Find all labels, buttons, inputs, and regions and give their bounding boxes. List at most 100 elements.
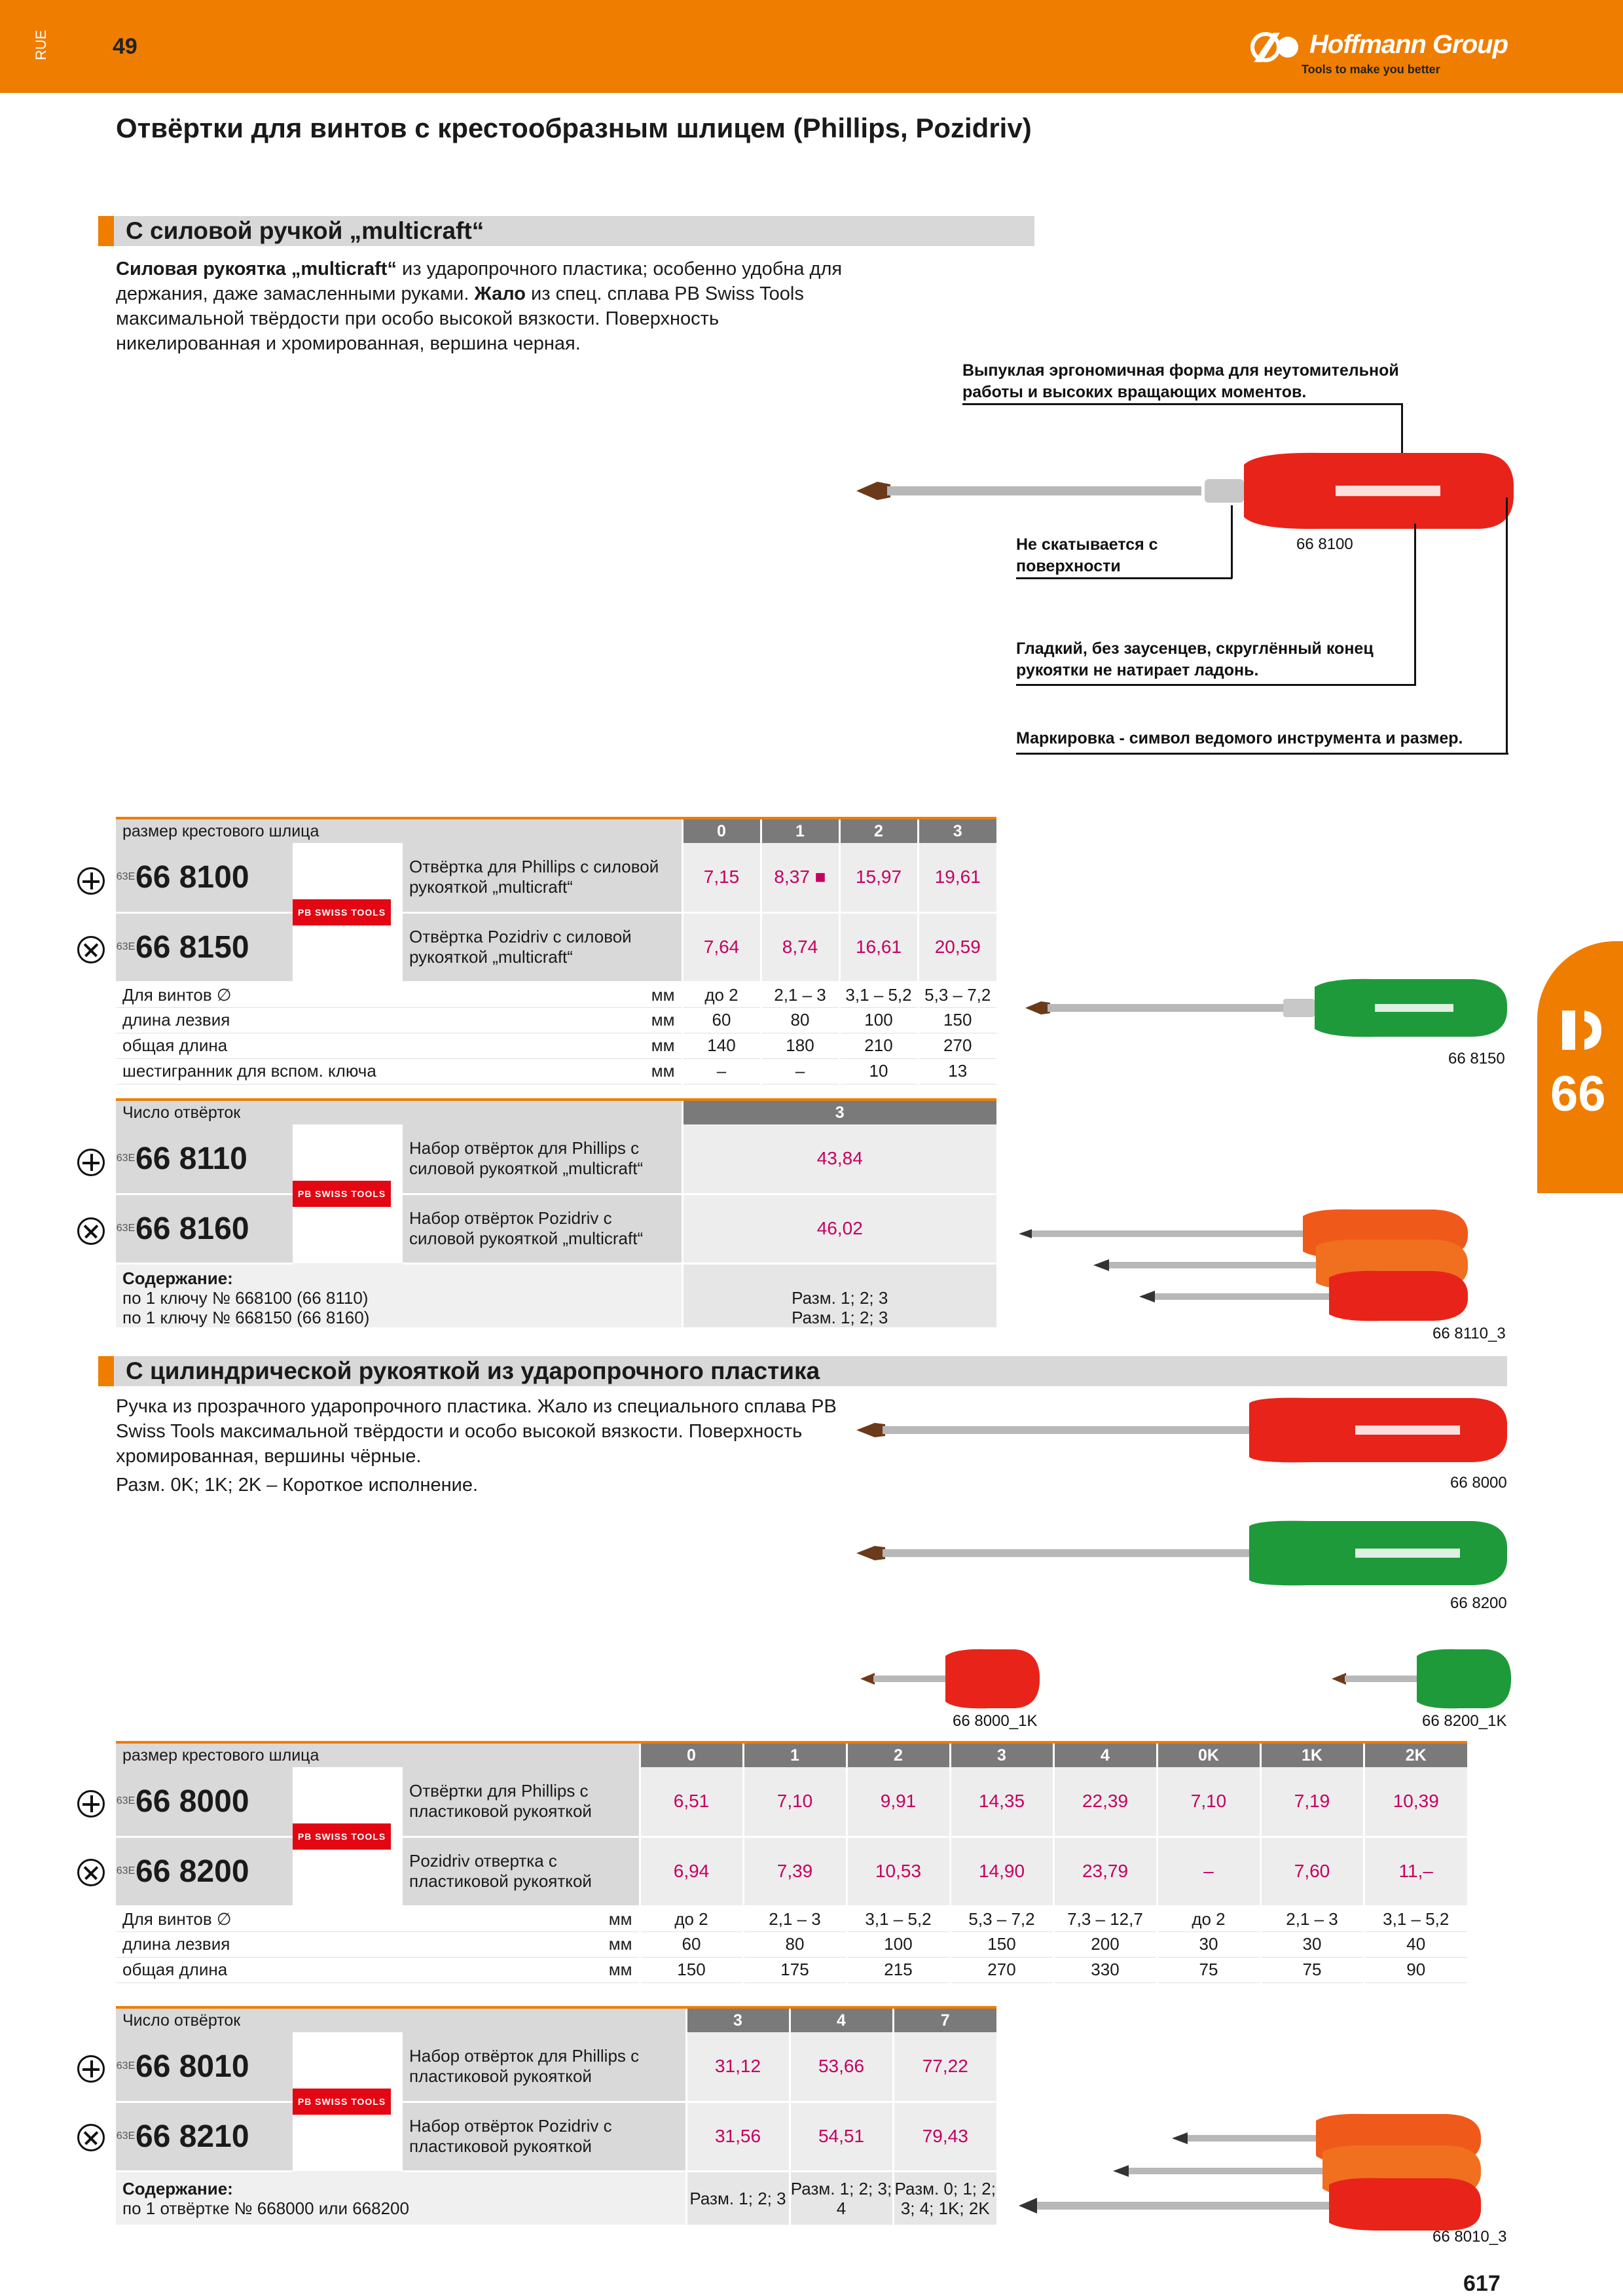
- section1-description: Силовая рукоятка „multicraft“ из ударопр…: [116, 259, 843, 354]
- content-row: Содержание:по 1 ключу № 668100 (66 8110)…: [116, 1263, 996, 1308]
- article-number[interactable]: 66 8150: [136, 912, 293, 983]
- table-header-label: Число отвёрток: [116, 2006, 686, 2032]
- screwdriver-668150-image: [1025, 978, 1507, 1037]
- phillips-symbol-icon: [77, 2055, 105, 2083]
- image-label: 66 8000_1K: [953, 1712, 1038, 1730]
- price-cell: 7,60: [1259, 1837, 1364, 1907]
- pozidriv-symbol-icon: [71, 1211, 111, 1251]
- price-cell: 6,94: [638, 1837, 743, 1907]
- image-label: 66 8100: [1296, 535, 1353, 553]
- callout-leader: [1231, 505, 1233, 579]
- brand-logo: PB SWISS TOOLS: [293, 1767, 403, 1906]
- product-tag: 63E: [116, 2102, 136, 2172]
- brand-tagline: Tools to make you better: [1302, 63, 1440, 76]
- size-col: 2K: [1362, 1741, 1467, 1767]
- cylindrical-price-table: размер крестового шлица 0 1 2 3 4 0K 1K …: [116, 1741, 1467, 1983]
- price-cell: 53,66: [788, 2032, 893, 2103]
- screwdriver-668200-image: [856, 1520, 1507, 1586]
- set-count-col: 7: [892, 2006, 996, 2032]
- product-description: Набор отвёрток для Phillips с пластиково…: [403, 2032, 686, 2103]
- screwdriver-set-668110-image: [1019, 1209, 1468, 1321]
- image-label: 66 8110_3: [1432, 1325, 1506, 1342]
- size-col: 1: [759, 817, 839, 843]
- image-label: 66 8000: [1450, 1474, 1507, 1492]
- cylindrical-set-table: Число отвёрток 3 4 7 63E 66 8010 PB SWIS…: [116, 2006, 996, 2225]
- table-row[interactable]: 63E 66 8010 PB SWISS TOOLS Набор отвёрто…: [116, 2032, 996, 2171]
- price-cell: 54,51: [788, 2102, 893, 2172]
- price-cell: 7,39: [742, 1837, 847, 1907]
- product-description: Отвёртки для Phillips с пластиковой руко…: [403, 1767, 640, 1838]
- table-row[interactable]: 63E 66 8110 PB SWISS TOOLS Набор отвёрто…: [116, 1124, 996, 1263]
- section-heading-cylindrical: С цилиндрической рукояткой из ударопрочн…: [98, 1356, 1507, 1386]
- table-row[interactable]: 63E 66 8000 PB SWISS TOOLS Отвёртки для …: [116, 1767, 1467, 1906]
- callout-no-roll: Не скатывается с поверхности: [1016, 535, 1158, 575]
- image-label: 66 8150: [1448, 1050, 1505, 1067]
- callout-smooth-end: Гладкий, без заусенцев, скруглённый коне…: [1016, 639, 1374, 679]
- top-bar: [0, 0, 1623, 93]
- callout-underline: [1016, 577, 1232, 579]
- product-description: Отвёртка для Phillips с силовой рукоятко…: [403, 843, 682, 914]
- price-cell: 7,10: [1156, 1767, 1260, 1838]
- brand-logo: PB SWISS TOOLS: [293, 1124, 403, 1263]
- product-description: Набор отвёрток для Phillips с силовой ру…: [403, 1124, 682, 1195]
- article-number[interactable]: 66 8010: [136, 2032, 293, 2103]
- page-title: Отвёртки для винтов с крестообразным шли…: [116, 113, 1032, 143]
- content-row: по 1 ключу № 668150 (66 8160) Разм. 1; 2…: [116, 1307, 996, 1327]
- price-cell: 19,61: [917, 843, 996, 914]
- price-cell: 20,59: [917, 912, 996, 983]
- set-count-col: 3: [681, 1098, 996, 1124]
- table-row[interactable]: 63E 66 8200 Pozidriv отвертка с пластико…: [116, 1837, 1467, 1907]
- size-col: 1: [742, 1741, 847, 1767]
- price-cell: 6,51: [638, 1767, 743, 1838]
- multicraft-set-table: Число отвёрток 3 63E 66 8110 PB SWISS TO…: [116, 1098, 996, 1327]
- phillips-symbol-icon: [77, 1149, 105, 1176]
- product-description: Набор отвёрток Pozidriv с силовой рукоят…: [403, 1194, 682, 1265]
- chapter-number: 66: [1550, 1066, 1606, 1122]
- size-col: 3: [949, 1741, 1053, 1767]
- price-cell: 15,97: [838, 843, 918, 914]
- product-tag: 63E: [116, 1767, 136, 1838]
- callout-underline: [962, 403, 1401, 405]
- article-number[interactable]: 66 8110: [136, 1124, 293, 1195]
- price-cell: 43,84: [681, 1124, 996, 1195]
- table-header-label: Число отвёрток: [116, 1098, 682, 1124]
- multicraft-price-table: размер крестового шлица 0 1 2 3 63E 66 8…: [116, 817, 996, 1085]
- price-cell: 8,37 ■: [759, 843, 839, 914]
- callout-leader: [1414, 524, 1416, 686]
- page-number-right: 617: [1463, 2271, 1501, 2296]
- table-row[interactable]: 63E 66 8210 Набор отвёрток Pozidriv с пл…: [116, 2102, 996, 2172]
- price-cell: 31,56: [685, 2102, 790, 2172]
- product-description: Набор отвёрток Pozidriv с пластиковой ру…: [403, 2102, 686, 2172]
- section2-note: Разм. 0K; 1K; 2K – Короткое исполнение.: [116, 1475, 479, 1496]
- screwdriver-668100-image: [856, 452, 1514, 529]
- chapter-tab[interactable]: 66: [1537, 941, 1623, 1193]
- product-description: Pozidriv отвертка с пластиковой рукоятко…: [403, 1837, 640, 1907]
- article-number[interactable]: 66 8160: [136, 1194, 293, 1265]
- product-tag: 63E: [116, 1194, 136, 1265]
- price-cell: 9,91: [845, 1767, 950, 1838]
- article-number[interactable]: 66 8000: [136, 1767, 293, 1838]
- size-col: 2: [838, 817, 918, 843]
- article-number[interactable]: 66 8200: [136, 1837, 293, 1907]
- page-number-left: 49: [113, 34, 137, 59]
- size-col: 0: [638, 1741, 743, 1767]
- product-tag: 63E: [116, 1124, 136, 1195]
- table-row[interactable]: 63E 66 8150 Отвёртка Pozidriv с силовой …: [116, 912, 996, 983]
- article-number[interactable]: 66 8100: [136, 843, 293, 914]
- article-number[interactable]: 66 8210: [136, 2102, 293, 2172]
- pozidriv-symbol-icon: [71, 1853, 111, 1892]
- table-row[interactable]: 63E 66 8100 PB SWISS TOOLS Отвёртка для …: [116, 843, 996, 982]
- product-tag: 63E: [116, 912, 136, 983]
- price-cell: 14,90: [949, 1837, 1053, 1907]
- image-label: 66 8010_3: [1432, 2228, 1507, 2246]
- table-row[interactable]: 63E 66 8160 Набор отвёрток Pozidriv с си…: [116, 1194, 996, 1265]
- price-cell: 23,79: [1052, 1837, 1157, 1907]
- price-cell: –: [1156, 1837, 1260, 1907]
- table-header-label: размер крестового шлица: [116, 817, 682, 843]
- callout-underline: [1016, 753, 1508, 755]
- price-cell: 10,53: [845, 1837, 950, 1907]
